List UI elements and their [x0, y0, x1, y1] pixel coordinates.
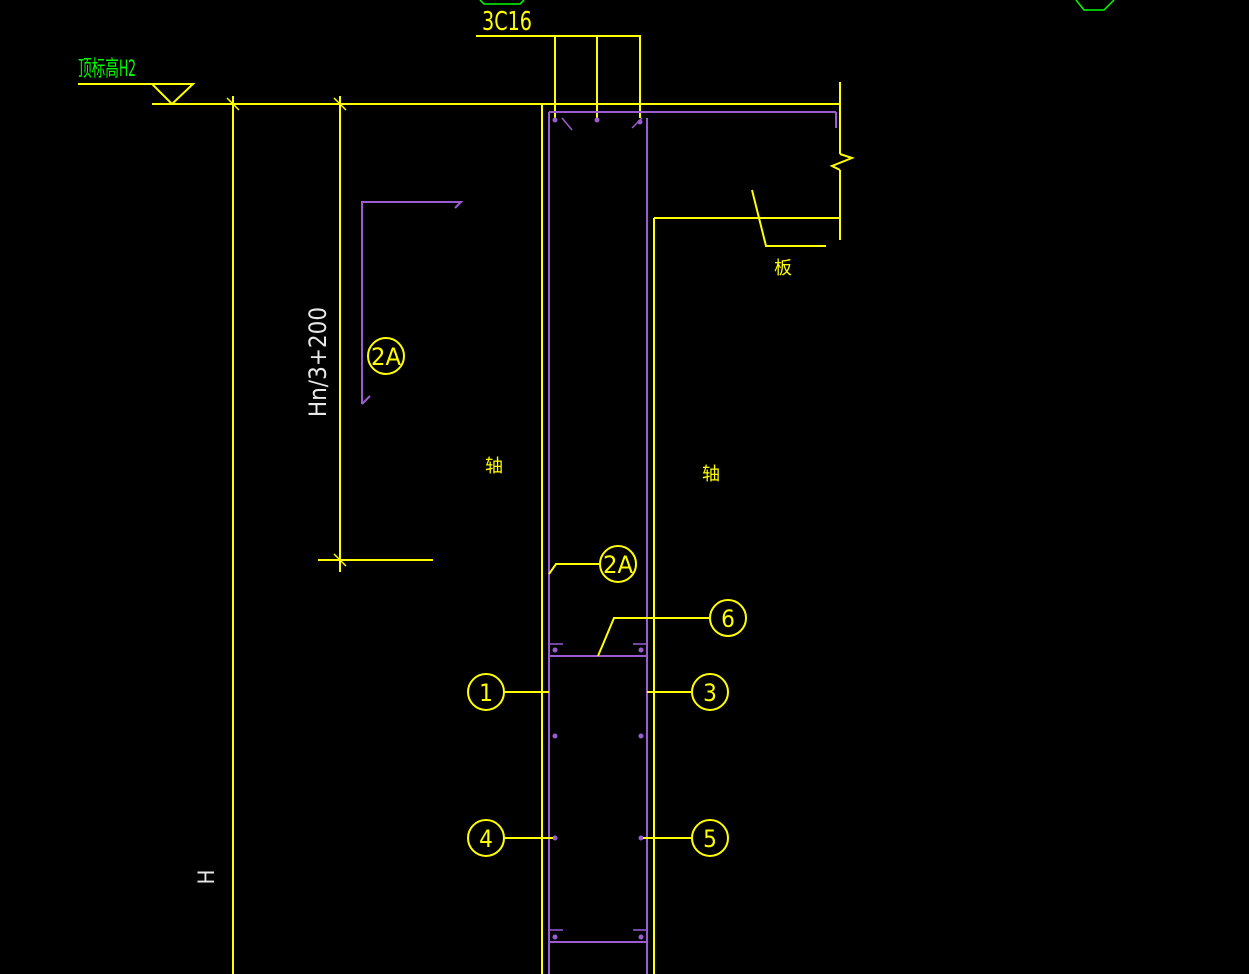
bubble-1 — [467, 673, 505, 711]
bubble-5-label: 5 — [703, 825, 717, 853]
bubble-6-callout: 6 — [597, 599, 747, 657]
top-bars-label: 3C16 — [482, 7, 532, 37]
bubble-2a-upper — [367, 337, 405, 375]
level-mark-label: 顶标高H2 — [78, 57, 136, 82]
bubble-1-label: 1 — [479, 679, 493, 707]
slab-label: 板 — [774, 258, 792, 279]
column-outline — [541, 82, 855, 974]
level-triangle-icon — [149, 83, 196, 106]
slab-callout: 板 — [751, 189, 826, 279]
bubble-3-callout: 3 — [647, 673, 729, 711]
bubble-5 — [691, 819, 729, 857]
hexagon-icon — [1075, 0, 1115, 11]
rebar-2a-detail: 2A — [361, 201, 464, 405]
dimension-hn-label: Hn/3+200 — [304, 307, 332, 417]
bubble-2a-lower-label: 2A — [603, 551, 633, 579]
bubble-2a-upper-label: 2A — [371, 343, 401, 371]
bubble-3-label: 3 — [703, 679, 717, 707]
bubble-2a-lower-callout: 2A — [548, 545, 637, 583]
bubble-6 — [709, 599, 747, 637]
axis-right-label: 轴 — [702, 464, 720, 485]
break-line-icon — [829, 153, 855, 171]
dimension-h: H — [195, 96, 240, 974]
bubble-2a-lower — [599, 545, 637, 583]
top-marker — [479, 0, 525, 5]
bubble-3 — [691, 673, 729, 711]
bubble-4 — [467, 819, 505, 857]
bubble-4-label: 4 — [479, 825, 493, 853]
bubble-4-callout: 4 — [467, 819, 553, 857]
axis-left-label: 轴 — [485, 456, 503, 477]
bubble-1-callout: 1 — [467, 673, 549, 711]
dimension-h-label: H — [195, 870, 220, 885]
bubble-6-label: 6 — [721, 605, 735, 633]
level-mark: 顶标高H2 — [78, 57, 196, 106]
bubble-5-callout: 5 — [643, 819, 729, 857]
top-bars-callout: 3C16 — [476, 7, 641, 118]
dimension-hn: Hn/3+200 — [304, 96, 433, 572]
